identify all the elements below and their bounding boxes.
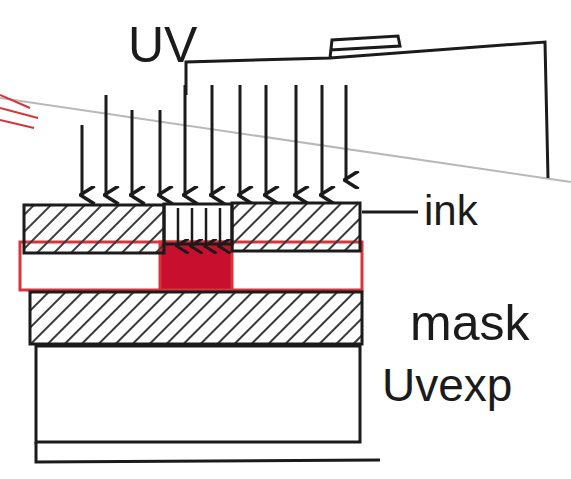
leader-line (362, 211, 418, 214)
uv-label: UV (128, 20, 197, 70)
uv-exposure-label: Uvexp (382, 362, 512, 408)
uv-arrows (82, 85, 346, 195)
uv-arrows-small (178, 208, 220, 246)
mask-label: mask (410, 298, 529, 348)
ink-label: ink (424, 190, 478, 232)
ink-layer (24, 205, 164, 253)
base-line (36, 442, 380, 462)
mask-layer (30, 292, 362, 344)
ink-layer (232, 203, 360, 251)
red-scribble (0, 95, 38, 128)
scan-line (0, 98, 571, 182)
exposed-region (160, 242, 232, 290)
substrate (36, 346, 360, 442)
ink-opening (164, 204, 232, 244)
